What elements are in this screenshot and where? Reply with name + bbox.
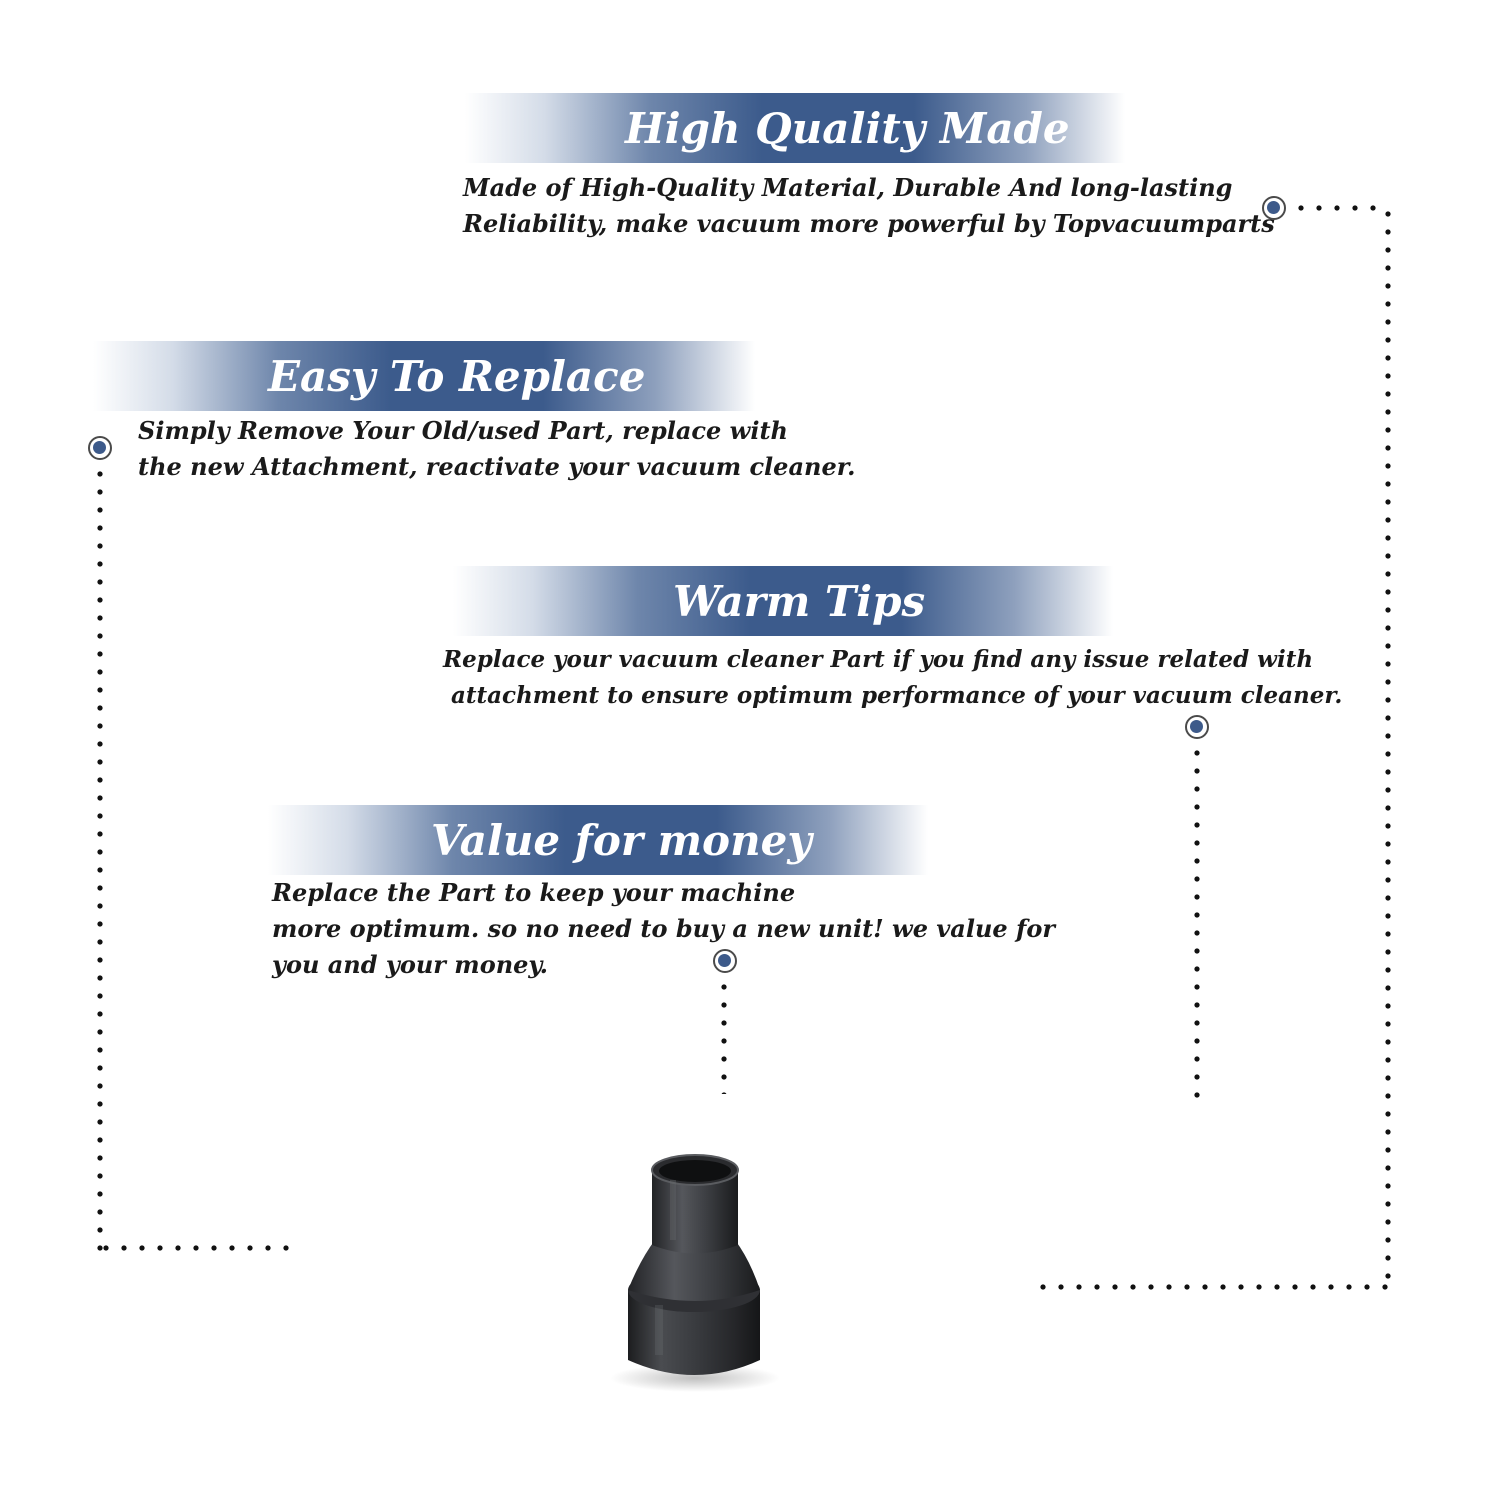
banner-high-quality: High Quality Made <box>465 93 1125 163</box>
marker-dot-high-quality <box>1262 196 1286 220</box>
marker-dot-warm-tips <box>1185 715 1209 739</box>
connector-line <box>1385 205 1391 1291</box>
banner-value-money: Value for money <box>268 805 928 875</box>
connector-line <box>97 1245 301 1251</box>
desc-line: the new Attachment, reactivate your vacu… <box>138 452 856 481</box>
connector-line <box>1292 205 1388 211</box>
connector-line <box>1194 744 1200 1110</box>
desc-line: Reliability, make vacuum more powerful b… <box>463 209 1275 238</box>
marker-dot-easy-replace <box>88 436 112 460</box>
connector-line <box>97 465 103 1251</box>
desc-line: Replace your vacuum cleaner Part if you … <box>443 646 1314 673</box>
desc-line: you and your money. <box>272 950 548 979</box>
banner-warm-tips: Warm Tips <box>453 566 1113 636</box>
desc-line: Replace the Part to keep your machine <box>272 878 796 907</box>
section-title-warm-tips: Warm Tips <box>673 576 926 626</box>
section-desc-warm-tips: Replace your vacuum cleaner Part if you … <box>443 642 1342 714</box>
product-shadow <box>610 1364 780 1392</box>
desc-line: Made of High-Quality Material, Durable A… <box>463 173 1233 202</box>
connector-line <box>1034 1284 1394 1290</box>
section-title-high-quality: High Quality Made <box>625 103 1070 153</box>
connector-line <box>721 978 727 1094</box>
section-title-easy-replace: Easy To Replace <box>268 351 646 401</box>
banner-easy-replace: Easy To Replace <box>93 341 755 411</box>
vacuum-hose-adapter-icon <box>610 1154 780 1392</box>
desc-line: more optimum. so no need to buy a new un… <box>272 914 1055 943</box>
section-desc-high-quality: Made of High-Quality Material, Durable A… <box>463 170 1275 242</box>
desc-line: attachment to ensure optimum performance… <box>443 682 1343 709</box>
section-desc-easy-replace: Simply Remove Your Old/used Part, replac… <box>138 413 856 485</box>
marker-dot-value-money <box>713 949 737 973</box>
desc-line: Simply Remove Your Old/used Part, replac… <box>138 416 788 445</box>
section-title-value-money: Value for money <box>431 815 812 865</box>
section-desc-value-money: Replace the Part to keep your machine mo… <box>272 875 1055 983</box>
